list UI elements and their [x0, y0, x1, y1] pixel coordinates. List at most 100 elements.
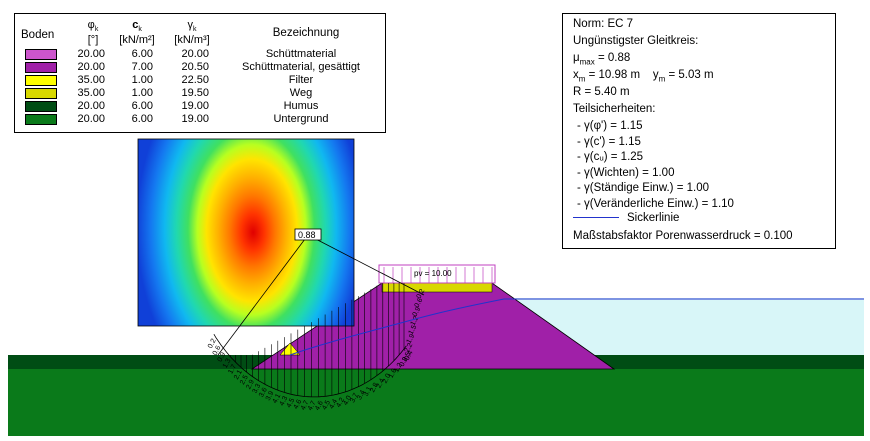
slice-value: 2.4: [375, 377, 386, 389]
mu-value: = 0.88: [594, 52, 631, 64]
slice-value: 2.5: [239, 374, 250, 386]
upper-slice-value: 0.9: [412, 306, 423, 318]
legend-phi: 35.00: [77, 87, 105, 99]
legend-c: 6.00: [131, 113, 153, 125]
factor-item: - γ(c') = 1.15: [577, 135, 641, 148]
legend-name: Weg: [289, 87, 313, 99]
legend-c: 6.00: [131, 100, 153, 112]
slice-value: 4.1: [272, 393, 283, 405]
slice-value: 4.5: [321, 399, 332, 411]
slice-value: 4.6: [314, 400, 325, 412]
legend-gamma: 19.50: [181, 87, 209, 99]
upper-slice-value: 1.2: [410, 315, 421, 327]
upper-slice-value: 0.2: [416, 288, 427, 300]
legend-gamma: 20.00: [181, 48, 209, 60]
info-teil: Teilsicherheiten:: [573, 103, 656, 115]
c-sub: k: [138, 26, 142, 34]
legend-phi: 20.00: [77, 61, 105, 73]
slice-value: 0.6: [212, 345, 223, 357]
gamma-sub: k: [193, 26, 197, 34]
legend-header-gamma: γk [kN/m³]: [165, 20, 219, 46]
slice-value: 3.3: [252, 383, 263, 395]
legend-gamma: 19.00: [181, 100, 209, 112]
min-value-box: [294, 228, 322, 241]
upper-slice-value: 1.5: [408, 324, 419, 336]
slice-value: 2.9: [245, 379, 256, 391]
legend-header-c: ck [kN/m²]: [111, 20, 163, 46]
slice-value: 2.0: [382, 373, 393, 385]
sickerlinie-label: Sickerlinie: [627, 212, 680, 224]
ym-value: = 5.03 m: [665, 69, 714, 81]
info-center: xm = 10.98 m ym = 5.03 m: [573, 69, 714, 83]
legend-gamma: 19.00: [181, 113, 209, 125]
slip-circle: [213, 283, 407, 398]
slice-value: 0.2: [207, 338, 218, 350]
slice-value: 1.3: [222, 357, 233, 369]
slice-labels: 0.20.60.91.31.72.12.52.93.33.63.94.14.34…: [207, 288, 426, 412]
upper-slice-value: 2.5: [402, 351, 413, 363]
xm-symbol: x: [573, 69, 579, 81]
legend-header-boden: Boden: [21, 29, 55, 41]
legend-c: 1.00: [131, 74, 153, 86]
road-layer: [381, 282, 493, 293]
slope-stability-drawing: pv = 10.00 0.20.60.91.31.72.12.52.93.33.…: [8, 138, 864, 436]
slice-value: 3.7: [349, 392, 360, 404]
legend-swatch: [25, 88, 57, 99]
slice-value: 4.6: [293, 398, 304, 410]
factor-item: - γ(Veränderliche Einw.) = 1.10: [577, 197, 734, 210]
seepage-line: [289, 298, 864, 356]
slice-value: 4.7: [300, 399, 311, 411]
load-arrows: [383, 267, 493, 283]
min-value-label: 0.88: [298, 230, 316, 240]
phi-symbol: φ: [87, 19, 95, 31]
info-massstab: Maßstabsfaktor Porenwasserdruck = 0.100: [573, 230, 793, 242]
slice-value: 2.1: [233, 369, 244, 381]
gamma-unit: [kN/m³]: [174, 34, 210, 47]
ym-symbol: y: [652, 69, 659, 81]
upper-slice-value: 0.6: [414, 297, 425, 309]
gamma-symbol: γ: [187, 19, 194, 31]
legend-header-bezeichnung: Bezeichnung: [272, 27, 340, 39]
legend-phi: 20.00: [77, 48, 105, 60]
legend-name: Schüttmaterial: [265, 48, 337, 60]
slice-value: 4.5: [286, 397, 297, 409]
slip-arc: [213, 333, 407, 398]
info-sickerlinie: Sickerlinie: [573, 212, 679, 224]
slice-value: 3.6: [258, 387, 269, 399]
legend-gamma: 20.50: [181, 61, 209, 73]
radius-line-right: [307, 234, 425, 296]
slice-value: 1.7: [227, 363, 238, 375]
phi-sub: k: [94, 26, 99, 34]
slice-value: 3.1: [363, 386, 374, 398]
slice-value: 0.4: [404, 350, 415, 362]
slice-value: 3.4: [356, 389, 367, 401]
load-box: [378, 264, 496, 284]
result-info: Norm: EC 7 Ungünstigster Gleitkreis: μma…: [562, 13, 836, 249]
c-symbol: c: [132, 19, 139, 31]
upper-slice-value: 2.2: [404, 342, 415, 354]
c-unit: [kN/m²]: [119, 34, 155, 47]
slice-value: 4.0: [342, 395, 353, 407]
legend-c: 7.00: [131, 61, 153, 73]
legend-swatch: [25, 75, 57, 86]
legend-swatch: [25, 62, 57, 73]
slice-value: 1.2: [393, 362, 404, 374]
xm-value: = 10.98 m: [585, 69, 641, 81]
mu-symbol: μ: [573, 52, 580, 64]
radius-line-left: [217, 234, 309, 356]
heatmap: [138, 139, 354, 326]
legend-phi: 35.00: [77, 74, 105, 86]
slice-value: 4.4: [328, 398, 339, 410]
legend-name: Filter: [288, 74, 314, 86]
legend-c: 1.00: [131, 87, 153, 99]
slice-value: 4.2: [335, 397, 346, 409]
slice-value: 4.7: [307, 400, 318, 412]
legend-swatch: [25, 101, 57, 112]
info-radius: R = 5.40 m: [573, 86, 630, 98]
